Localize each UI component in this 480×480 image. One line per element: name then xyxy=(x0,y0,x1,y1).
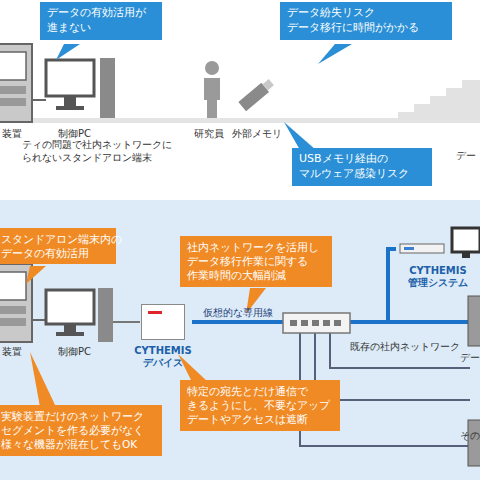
part-label: 研究員 xyxy=(194,128,224,141)
device-label: CYTHEMIS デバイス xyxy=(134,345,192,368)
callout-text: 実験装置だけのネットワーク セグメントを作る必要がなく 様々な機器が混在してもO… xyxy=(1,409,155,452)
part-label: デー xyxy=(456,150,476,163)
problem-callout: データ紛失リスク データ移行に時間がかかる xyxy=(280,2,452,40)
benefit-callout: 実験装置だけのネットワーク セグメントを作る必要がなく 様々な機器が混在してもO… xyxy=(0,405,162,456)
problem-callout: データの有効活用が 進まない xyxy=(40,2,162,40)
callout-text: スタンドアロン端末内の データの有効活用 xyxy=(1,232,109,260)
part-label: デー xyxy=(460,352,480,365)
callout-text: データ紛失リスク データ移行に時間がかかる xyxy=(287,6,445,36)
benefit-callout: スタンドアロン端末内の データの有効活用 xyxy=(0,228,116,264)
device-box: CYTHEMIS デバイス xyxy=(134,304,192,368)
part-label: 装置 xyxy=(2,346,22,359)
callout-text: 特定の宛先とだけ通信で きるようにし、不要なアップ デートやアクセスは遮断 xyxy=(187,384,333,427)
callout-text: データの有効活用が 進まない xyxy=(47,6,155,36)
network-line xyxy=(192,249,396,322)
part-label: 既存の社内ネットワーク xyxy=(350,341,460,354)
part-label: ティの問題で社内ネットワークに られないスタンドアロン端末 xyxy=(22,139,180,164)
part-label: 制御PC xyxy=(58,128,91,141)
server-graphic xyxy=(396,226,480,260)
device-led xyxy=(148,311,162,314)
callout-text: USBメモリ経由の マルウェア感染リスク xyxy=(299,152,425,182)
part-label: その xyxy=(460,430,480,443)
device-graphic xyxy=(141,304,185,340)
part-label: 装置 xyxy=(2,128,22,141)
part-label: 外部メモリ xyxy=(232,128,282,141)
part-label: 制御PC xyxy=(58,346,91,359)
benefit-callout: 社内ネットワークを活用し データ移行作業に関する 作業時間の大幅削減 xyxy=(180,236,332,287)
callout-text: 社内ネットワークを活用し データ移行作業に関する 作業時間の大幅削減 xyxy=(187,240,325,283)
management-system: CYTHEMIS 管理システム xyxy=(396,226,480,288)
benefit-callout: 特定の宛先とだけ通信で きるようにし、不要なアップ デートやアクセスは遮断 xyxy=(180,380,340,431)
problem-callout: USBメモリ経由の マルウェア感染リスク xyxy=(292,148,432,186)
edge-label: 仮想的な専用線 xyxy=(203,306,273,320)
device-label: CYTHEMIS 管理システム xyxy=(396,265,480,288)
